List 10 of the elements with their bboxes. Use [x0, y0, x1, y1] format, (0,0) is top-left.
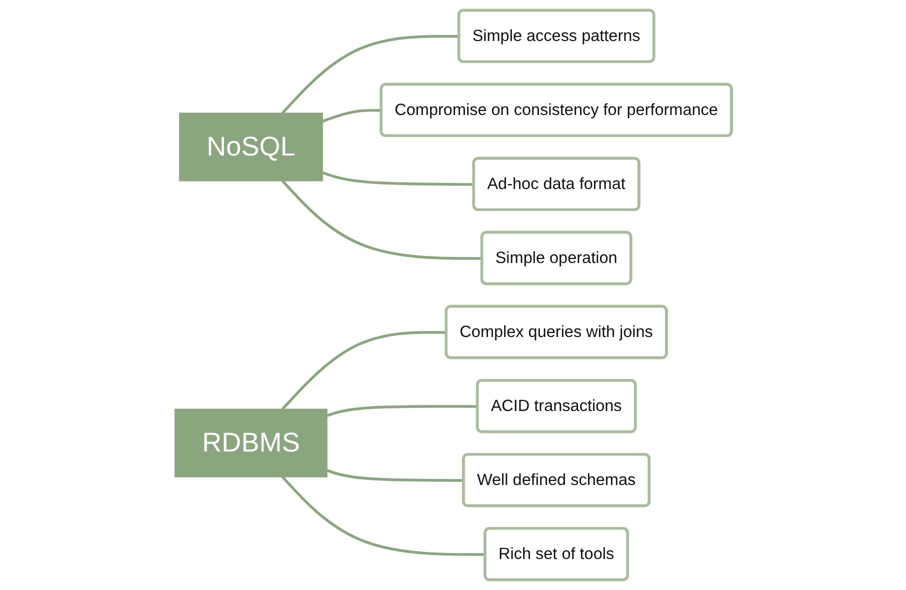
connector: [326, 469, 464, 482]
node-box: RDBMS: [174, 408, 328, 478]
connector: [322, 108, 382, 123]
connector: [281, 34, 459, 114]
connector: [281, 180, 482, 260]
node-box: NoSQL: [178, 112, 323, 182]
connector: [281, 331, 446, 410]
connector: [322, 171, 474, 186]
connector: [326, 405, 478, 418]
connector: [281, 476, 486, 556]
